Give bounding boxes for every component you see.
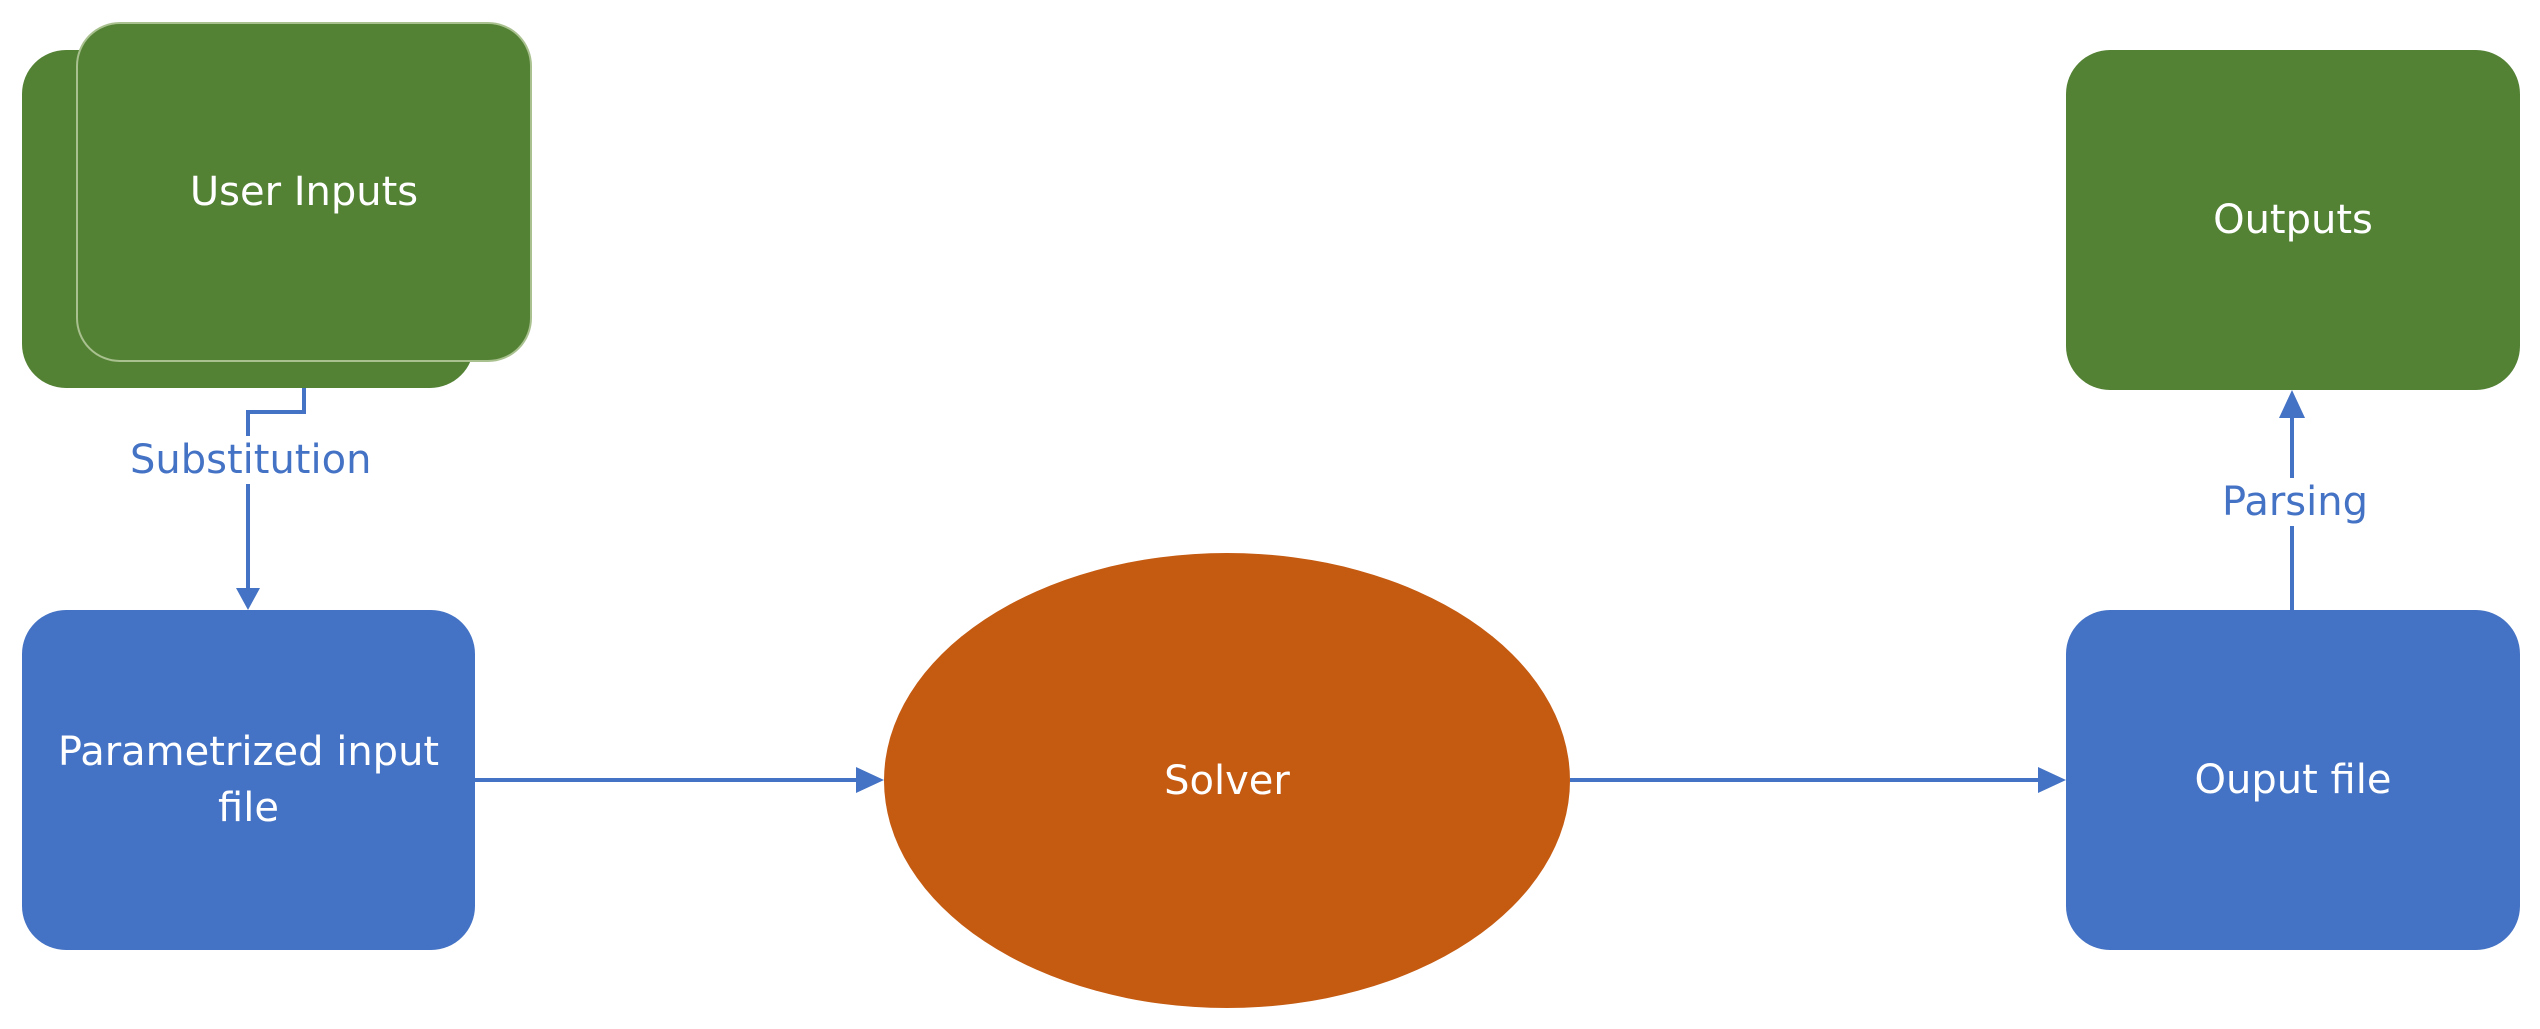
parsing-label: Parsing — [2216, 478, 2374, 526]
output-file-node: Ouput file — [2066, 610, 2520, 950]
user-inputs-node: User Inputs — [76, 22, 532, 362]
solver-label: Solver — [1164, 757, 1290, 804]
parametrized-input-file-label: Parametrized input file — [57, 729, 440, 831]
output-file-label: Ouput file — [2194, 757, 2392, 803]
parametrized-input-file-node: Parametrized input file — [22, 610, 475, 950]
outputs-label: Outputs — [2213, 197, 2373, 243]
solver-node: Solver — [884, 553, 1570, 1008]
user-inputs-label: User Inputs — [189, 169, 419, 215]
substitution-label: Substitution — [124, 436, 378, 484]
outputs-node: Outputs — [2066, 50, 2520, 390]
